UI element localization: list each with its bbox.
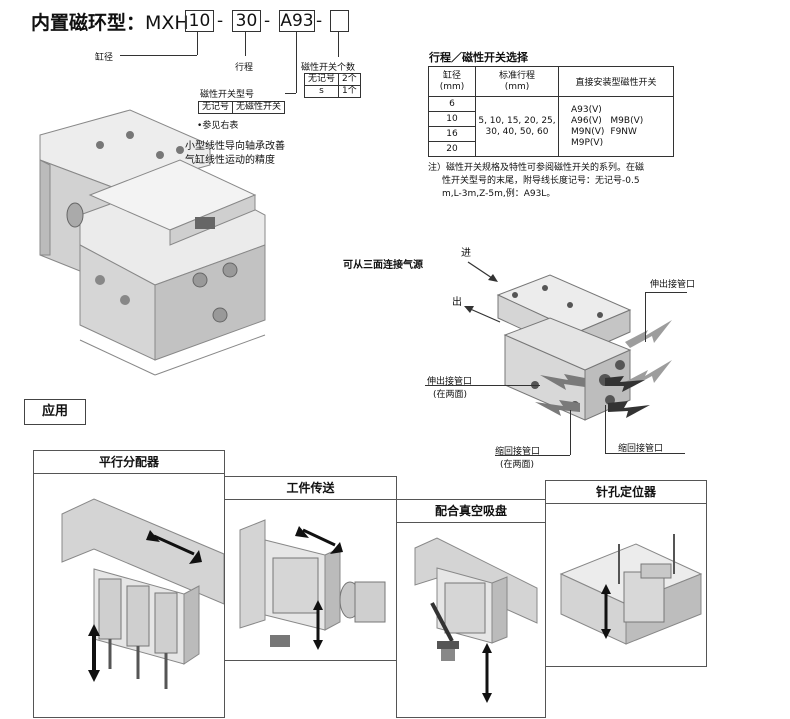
stroke-switch-table: 缸径(mm) 标准行程(mm) 直接安装型磁性开关 6 5, 10, 15, 2…	[428, 66, 674, 157]
panel-label-vacuum-pad: 配合真空吸盘	[396, 499, 546, 523]
switch-type-table: 无记号无磁性开关	[197, 101, 286, 114]
count-leader	[338, 31, 339, 57]
switch-note: 注）磁性开关规格及特性可参阅磁性开关的系列。在磁 性开关型号的末尾，附导线长度记…	[428, 163, 645, 199]
model-code: MXH	[145, 12, 189, 34]
bore-code-box: 10	[185, 10, 214, 32]
switch-leader	[296, 31, 297, 93]
retract-bottom-line-v	[570, 410, 571, 455]
extend-right-line-v	[645, 292, 646, 342]
stroke-code-box: 30	[232, 10, 261, 32]
workpiece-transfer-drawing	[239, 519, 386, 650]
applications-title: 应用	[24, 399, 86, 425]
count-code-box	[330, 10, 349, 32]
out-label: 出	[452, 297, 462, 308]
stroke-label: 行程	[235, 63, 254, 73]
bore-leader	[197, 31, 198, 55]
count-label: 磁性开关个数	[301, 63, 356, 73]
switch-none-desc: 无磁性开关	[232, 101, 286, 114]
parallel-distributor-drawing	[61, 498, 225, 689]
in-label: 进	[461, 248, 471, 259]
switch-values: A93(V) A96(V) M9N(V) M9P(V) M9B(V) F9NW	[558, 96, 674, 157]
col-switch-header: 直接安装型磁性开关	[558, 66, 674, 97]
stroke-leader	[245, 31, 246, 56]
slide-table-illustration	[39, 109, 266, 376]
page-title: 内置磁环型：MXH	[31, 8, 189, 35]
vacuum-pad-drawing	[414, 537, 538, 703]
code-dash-1: -	[217, 11, 224, 31]
switch-ref-note: •参见右表	[197, 121, 239, 131]
panel-pin-locator	[545, 503, 707, 667]
switch-none-code: 无记号	[197, 101, 234, 114]
panel-label-pin-locator: 针孔定位器	[545, 480, 707, 504]
switch-ref-text: 参见右表	[202, 121, 239, 131]
retract-right-line-v	[605, 405, 606, 453]
panel-workpiece-transfer	[224, 499, 397, 661]
bore-label: 缸径	[95, 53, 114, 63]
retract-bottom-line	[495, 455, 570, 456]
code-dash-3: -	[316, 11, 323, 31]
table-header-row: 缸径(mm) 标准行程(mm) 直接安装型磁性开关	[428, 66, 674, 97]
extend-port-right-label: 伸出接管口	[650, 280, 696, 290]
col-stroke-header: 标准行程(mm)	[475, 66, 559, 97]
switch-leader-h	[285, 93, 296, 94]
table-row: 6 5, 10, 15, 20, 25,30, 40, 50, 60 A93(V…	[428, 96, 674, 157]
pin-locator-drawing	[559, 534, 703, 645]
retract-port-bottom-sub: (在两面)	[500, 460, 535, 470]
switch-type-label: 磁性开关型号	[200, 90, 255, 100]
panel-label-workpiece-transfer: 工件传送	[224, 476, 397, 500]
retract-right-line	[605, 453, 685, 454]
switch-code-box: A93	[279, 10, 315, 32]
feature-text: 小型线性导向轴承改善 气缸线性运动的精度	[185, 141, 285, 166]
stroke-table-title: 行程／磁性开关选择	[429, 51, 528, 64]
col-bore-header: 缸径(mm)	[428, 66, 476, 97]
extend-left-line	[425, 385, 540, 386]
panel-label-parallel-distributor: 平行分配器	[33, 450, 225, 474]
extend-port-left-label: 伸出接管口	[427, 377, 473, 387]
bore-leader-h	[120, 55, 197, 56]
retract-port-bottom-label: 缩回接管口	[495, 447, 541, 457]
retract-port-right-label: 缩回接管口	[618, 444, 664, 454]
code-dash-2: -	[264, 11, 271, 31]
ports-title: 可从三面连接气源	[343, 260, 423, 271]
extend-right-line	[645, 292, 687, 293]
extend-port-left-sub: (在两面)	[433, 390, 468, 400]
table-row: 20	[428, 141, 674, 157]
ports-illustration	[464, 261, 672, 421]
title-prefix: 内置磁环型：	[31, 12, 146, 34]
stroke-values: 5, 10, 15, 20, 25,30, 40, 50, 60	[475, 96, 559, 157]
panel-vacuum-pad	[396, 522, 546, 718]
panel-parallel-distributor	[33, 473, 225, 718]
